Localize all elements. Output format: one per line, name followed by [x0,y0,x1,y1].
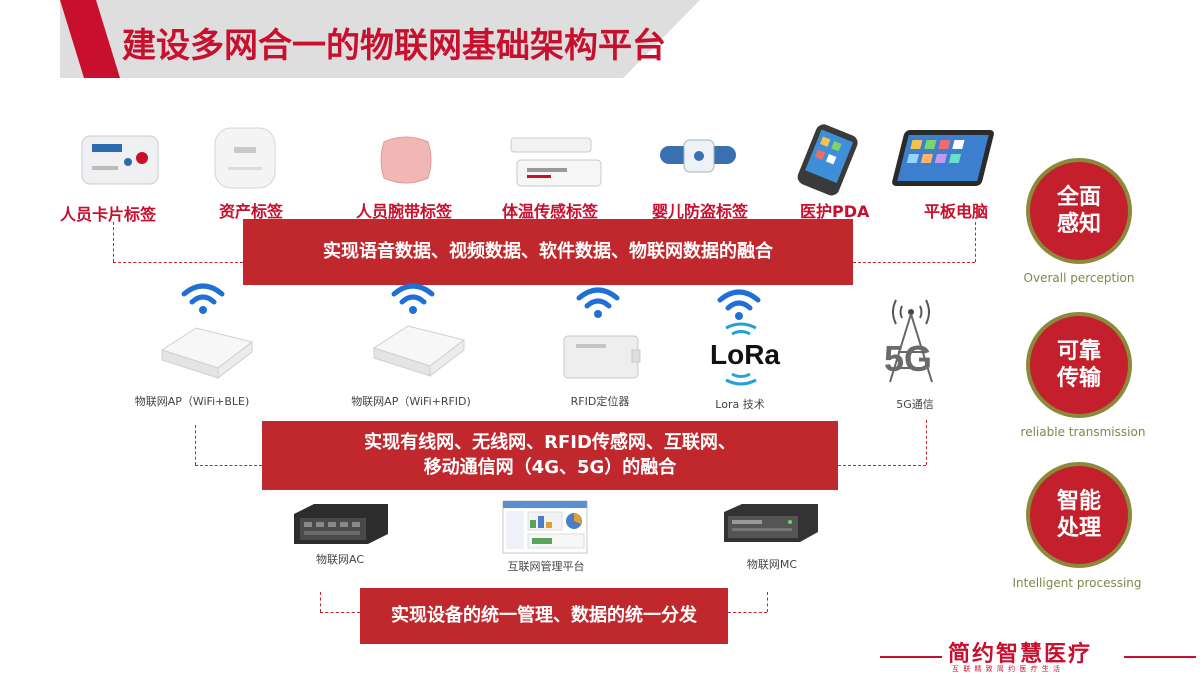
connector-left-top-h [113,262,243,263]
lora-logo: LoRa [700,322,800,392]
banner-network-line1: 实现有线网、无线网、RFID传感网、互联网、 [364,432,736,454]
connector-left-mid-h [195,465,262,466]
access-point-icon [372,325,466,378]
feature-perception-line2: 感知 [1056,212,1101,237]
mc-server-icon [724,504,818,542]
network-label-lora: Lora 技术 [715,398,765,411]
feature-perception-en: Overall perception [1023,271,1135,285]
brand-line-left [880,656,942,658]
pda-icon [797,124,858,196]
connector-right-mid-h [838,465,926,466]
5g-tower-icon [889,299,933,383]
5g-logo-text: 5G [884,338,933,379]
feature-circle-transmission: 可靠传输 [1026,312,1132,418]
device-label-tablet: 平板电脑 [924,202,989,221]
feature-perception-line1: 全面 [1056,184,1101,210]
infant-anti-theft-tag-icon [660,139,736,173]
wifi-icon [717,289,761,320]
network-label-rfid-locator: RFID定位器 [570,395,630,408]
feature-processing-en: Intelligent processing [1012,576,1142,590]
feature-transmission-line1: 可靠 [1056,338,1101,364]
connector-right-bottom [767,592,768,612]
banner-network-line2: 移动通信网（4G、5G）的融合 [423,456,677,478]
connector-left-mid [195,425,196,465]
asset-tag-icon [214,127,276,189]
management-label-mc: 物联网MC [746,558,798,571]
network-label-5g: 5G通信 [896,398,934,411]
connector-right-mid [926,420,927,465]
brand-logo: 简约智慧医疗 [948,642,1093,667]
tablet-icon [892,130,994,186]
wristband-tag-icon [380,136,432,184]
connector-right-bottom-h [728,612,767,613]
connector-left-bottom-h [320,612,360,613]
title-band [60,0,700,78]
banner-management: 实现设备的统一管理、数据的统一分发 [360,588,728,644]
page-title: 建设多网合一的物联网基础架构平台 [122,26,666,66]
access-point-icon [160,327,254,380]
lora-signal-icon [725,322,757,386]
banner-network-fusion: 实现有线网、无线网、RFID传感网、互联网、 移动通信网（4G、5G）的融合 [262,421,838,490]
device-label-badge: 人员卡片标签 [60,205,157,224]
connector-left-bottom [320,592,321,612]
device-label-infant: 婴儿防盗标签 [652,202,749,221]
management-label-platform: 互联网管理平台 [507,560,585,573]
network-label-ap-ble: 物联网AP（WiFi+BLE) [134,395,250,408]
brand-tagline: 互 联 精 致 简 约 医 疗 生 活 [952,665,1062,673]
device-label-asset: 资产标签 [219,202,284,221]
connector-left-top [113,222,114,262]
brand-line-right [1124,656,1196,658]
feature-processing-line2: 处理 [1056,516,1101,541]
connector-right-top-h [853,262,975,263]
device-label-pda: 医护PDA [800,202,870,221]
wifi-icon [391,283,435,314]
feature-circle-perception: 全面感知 [1026,158,1132,264]
banner-data-fusion: 实现语音数据、视频数据、软件数据、物联网数据的融合 [243,219,853,285]
device-label-temperature: 体温传感标签 [502,202,599,221]
temperature-sensor-tag-icon [510,137,602,187]
feature-transmission-line2: 传输 [1056,366,1101,391]
wifi-icon [181,283,225,314]
network-label-ap-rfid: 物联网AP（WiFi+RFID) [351,395,471,408]
feature-processing-line1: 智能 [1056,488,1101,514]
device-label-wristband: 人员腕带标签 [356,202,453,221]
badge-card-tag-icon [81,135,159,185]
feature-transmission-en: reliable transmission [1020,425,1146,439]
feature-circle-processing: 智能处理 [1026,462,1132,568]
connector-right-top [975,222,976,262]
ac-controller-icon [294,504,388,544]
wifi-icon [576,287,620,318]
rfid-locator-icon [563,335,641,379]
management-label-ac: 物联网AC [315,553,364,566]
management-platform-icon [502,500,588,554]
lora-logo-text: LoRa [710,339,780,370]
